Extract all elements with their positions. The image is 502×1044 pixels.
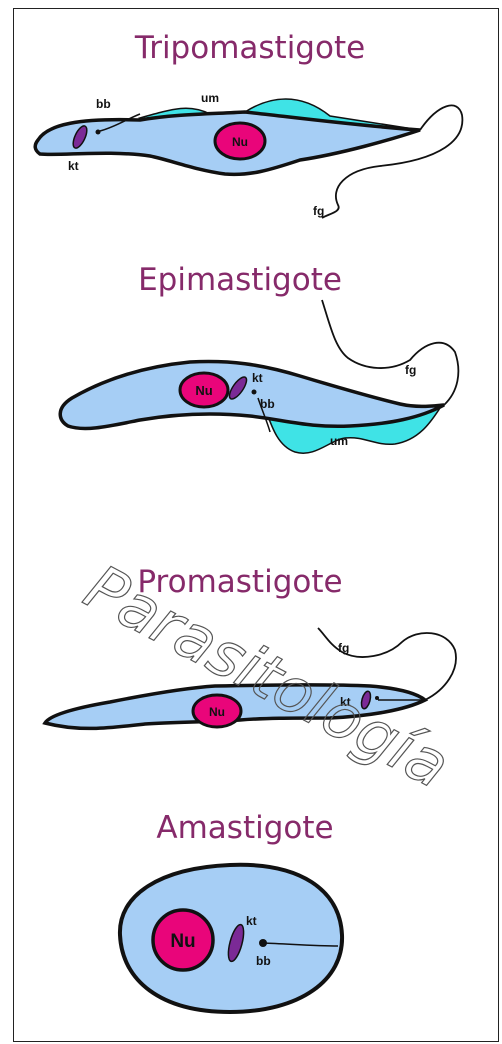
flagellum-label: fg bbox=[405, 363, 416, 377]
stage-amastigote: Amastigote Nu kt bb bbox=[120, 810, 342, 1012]
undulating-membrane-label: um bbox=[330, 434, 348, 448]
nucleus-label: Nu bbox=[170, 931, 195, 952]
stage-title: Tripomastigote bbox=[134, 30, 365, 66]
flagellum-label: fg bbox=[313, 204, 324, 218]
basal-body bbox=[96, 130, 101, 135]
basal-body-label: bb bbox=[96, 97, 111, 111]
kinetoplast-label: kt bbox=[246, 914, 257, 928]
stage-epimastigote: Epimastigote Nu kt bb fg um bbox=[60, 262, 458, 453]
kinetoplast-label: kt bbox=[252, 371, 263, 385]
nucleus-label: Nu bbox=[232, 135, 248, 149]
basal-body-label: bb bbox=[260, 397, 275, 411]
flagellum-label: fg bbox=[338, 641, 349, 655]
basal-body bbox=[252, 390, 257, 395]
stage-tripomastigote: Tripomastigote Nu bb um kt fg bbox=[35, 30, 462, 218]
nucleus-label: Nu bbox=[195, 383, 212, 398]
kinetoplast-label: kt bbox=[68, 159, 79, 173]
stage-title: Amastigote bbox=[156, 810, 333, 846]
stage-title: Epimastigote bbox=[138, 262, 342, 298]
nucleus-label: Nu bbox=[209, 705, 225, 719]
undulating-membrane-label: um bbox=[201, 91, 219, 105]
basal-body-label: bb bbox=[256, 954, 271, 968]
